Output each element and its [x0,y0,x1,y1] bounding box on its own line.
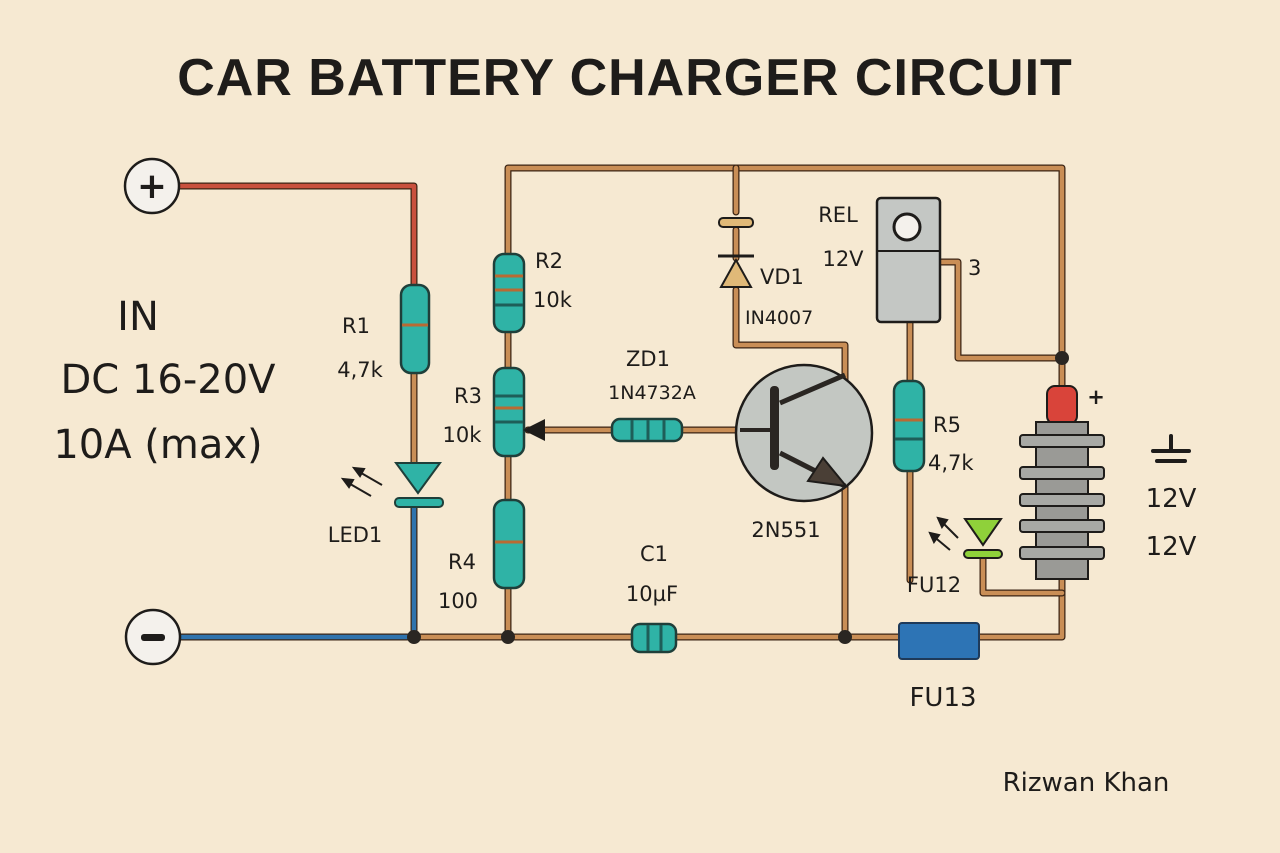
resistor-r5[interactable] [892,379,926,473]
battery[interactable] [1019,385,1105,580]
potentiometer-r3[interactable] [492,366,545,458]
led2-wire [979,551,1066,597]
input-label: IN [117,294,159,340]
led1[interactable] [394,462,444,508]
fu13-label: FU13 [909,683,976,713]
fu12-label: FU12 [907,573,961,597]
transistor-2n551[interactable] [734,363,874,503]
capacitor-c1[interactable] [630,622,678,654]
r3-value: 10k [443,423,483,447]
c1-name: C1 [640,542,668,566]
led1-name: LED1 [328,523,383,547]
light-emission-icon [340,466,383,497]
relay[interactable] [875,196,942,324]
relay-pin-label: 3 [968,256,981,280]
junction-node [407,630,421,644]
top-rail-wire [504,164,1066,362]
positive-input-wire [174,182,418,294]
relay-name: REL [818,203,858,227]
r4-name: R4 [448,550,476,574]
r5-name: R5 [933,413,961,437]
c1-value: 10µF [626,582,678,606]
r1-value: 4,7k [337,358,383,382]
negative-terminal[interactable] [124,608,182,666]
battery-plus-label: + [1087,385,1105,409]
vd1-wire [732,164,849,384]
resistor-r2[interactable] [492,252,526,334]
zener-zd1[interactable] [610,417,684,443]
resistor-r4[interactable] [492,498,526,590]
zd1-value: 1N4732A [608,382,696,404]
positive-terminal[interactable]: + [123,157,181,215]
input-voltage: DC 16-20V [60,357,276,403]
plus-icon: + [137,166,167,207]
r3-name: R3 [454,384,482,408]
transistor-name: 2N551 [751,518,820,542]
diode-vd1[interactable] [718,217,754,288]
minus-icon [141,634,165,641]
r2-value: 10k [533,288,573,312]
relay-pin3-wire [936,258,1066,362]
charge-indicator-led[interactable] [963,518,1003,559]
vd1-name: VD1 [760,265,804,289]
light-emission-icon [928,516,959,551]
battery-voltage-label: 12V [1146,484,1197,514]
r2-name: R2 [535,249,563,273]
author-signature: Rizwan Khan [1003,768,1170,798]
junction-node [501,630,515,644]
wiper-arrow-icon [523,419,545,441]
r4-value: 100 [438,589,478,613]
input-current: 10A (max) [53,422,262,468]
relay-voltage: 12V [822,247,864,271]
junction-node [838,630,852,644]
junction-node [1055,351,1069,365]
ground-icon [1151,434,1191,463]
vd1-value: IN4007 [745,307,813,329]
battery-voltage-label-2: 12V [1146,532,1197,562]
zd1-name: ZD1 [626,347,670,371]
resistor-r1[interactable] [399,283,431,375]
emitter-arrow-icon [806,456,849,488]
diagram-title: CAR BATTERY CHARGER CIRCUIT [177,49,1073,107]
fuse-fu13[interactable] [898,622,980,660]
r1-name: R1 [342,314,370,338]
r5-value: 4,7k [928,451,974,475]
